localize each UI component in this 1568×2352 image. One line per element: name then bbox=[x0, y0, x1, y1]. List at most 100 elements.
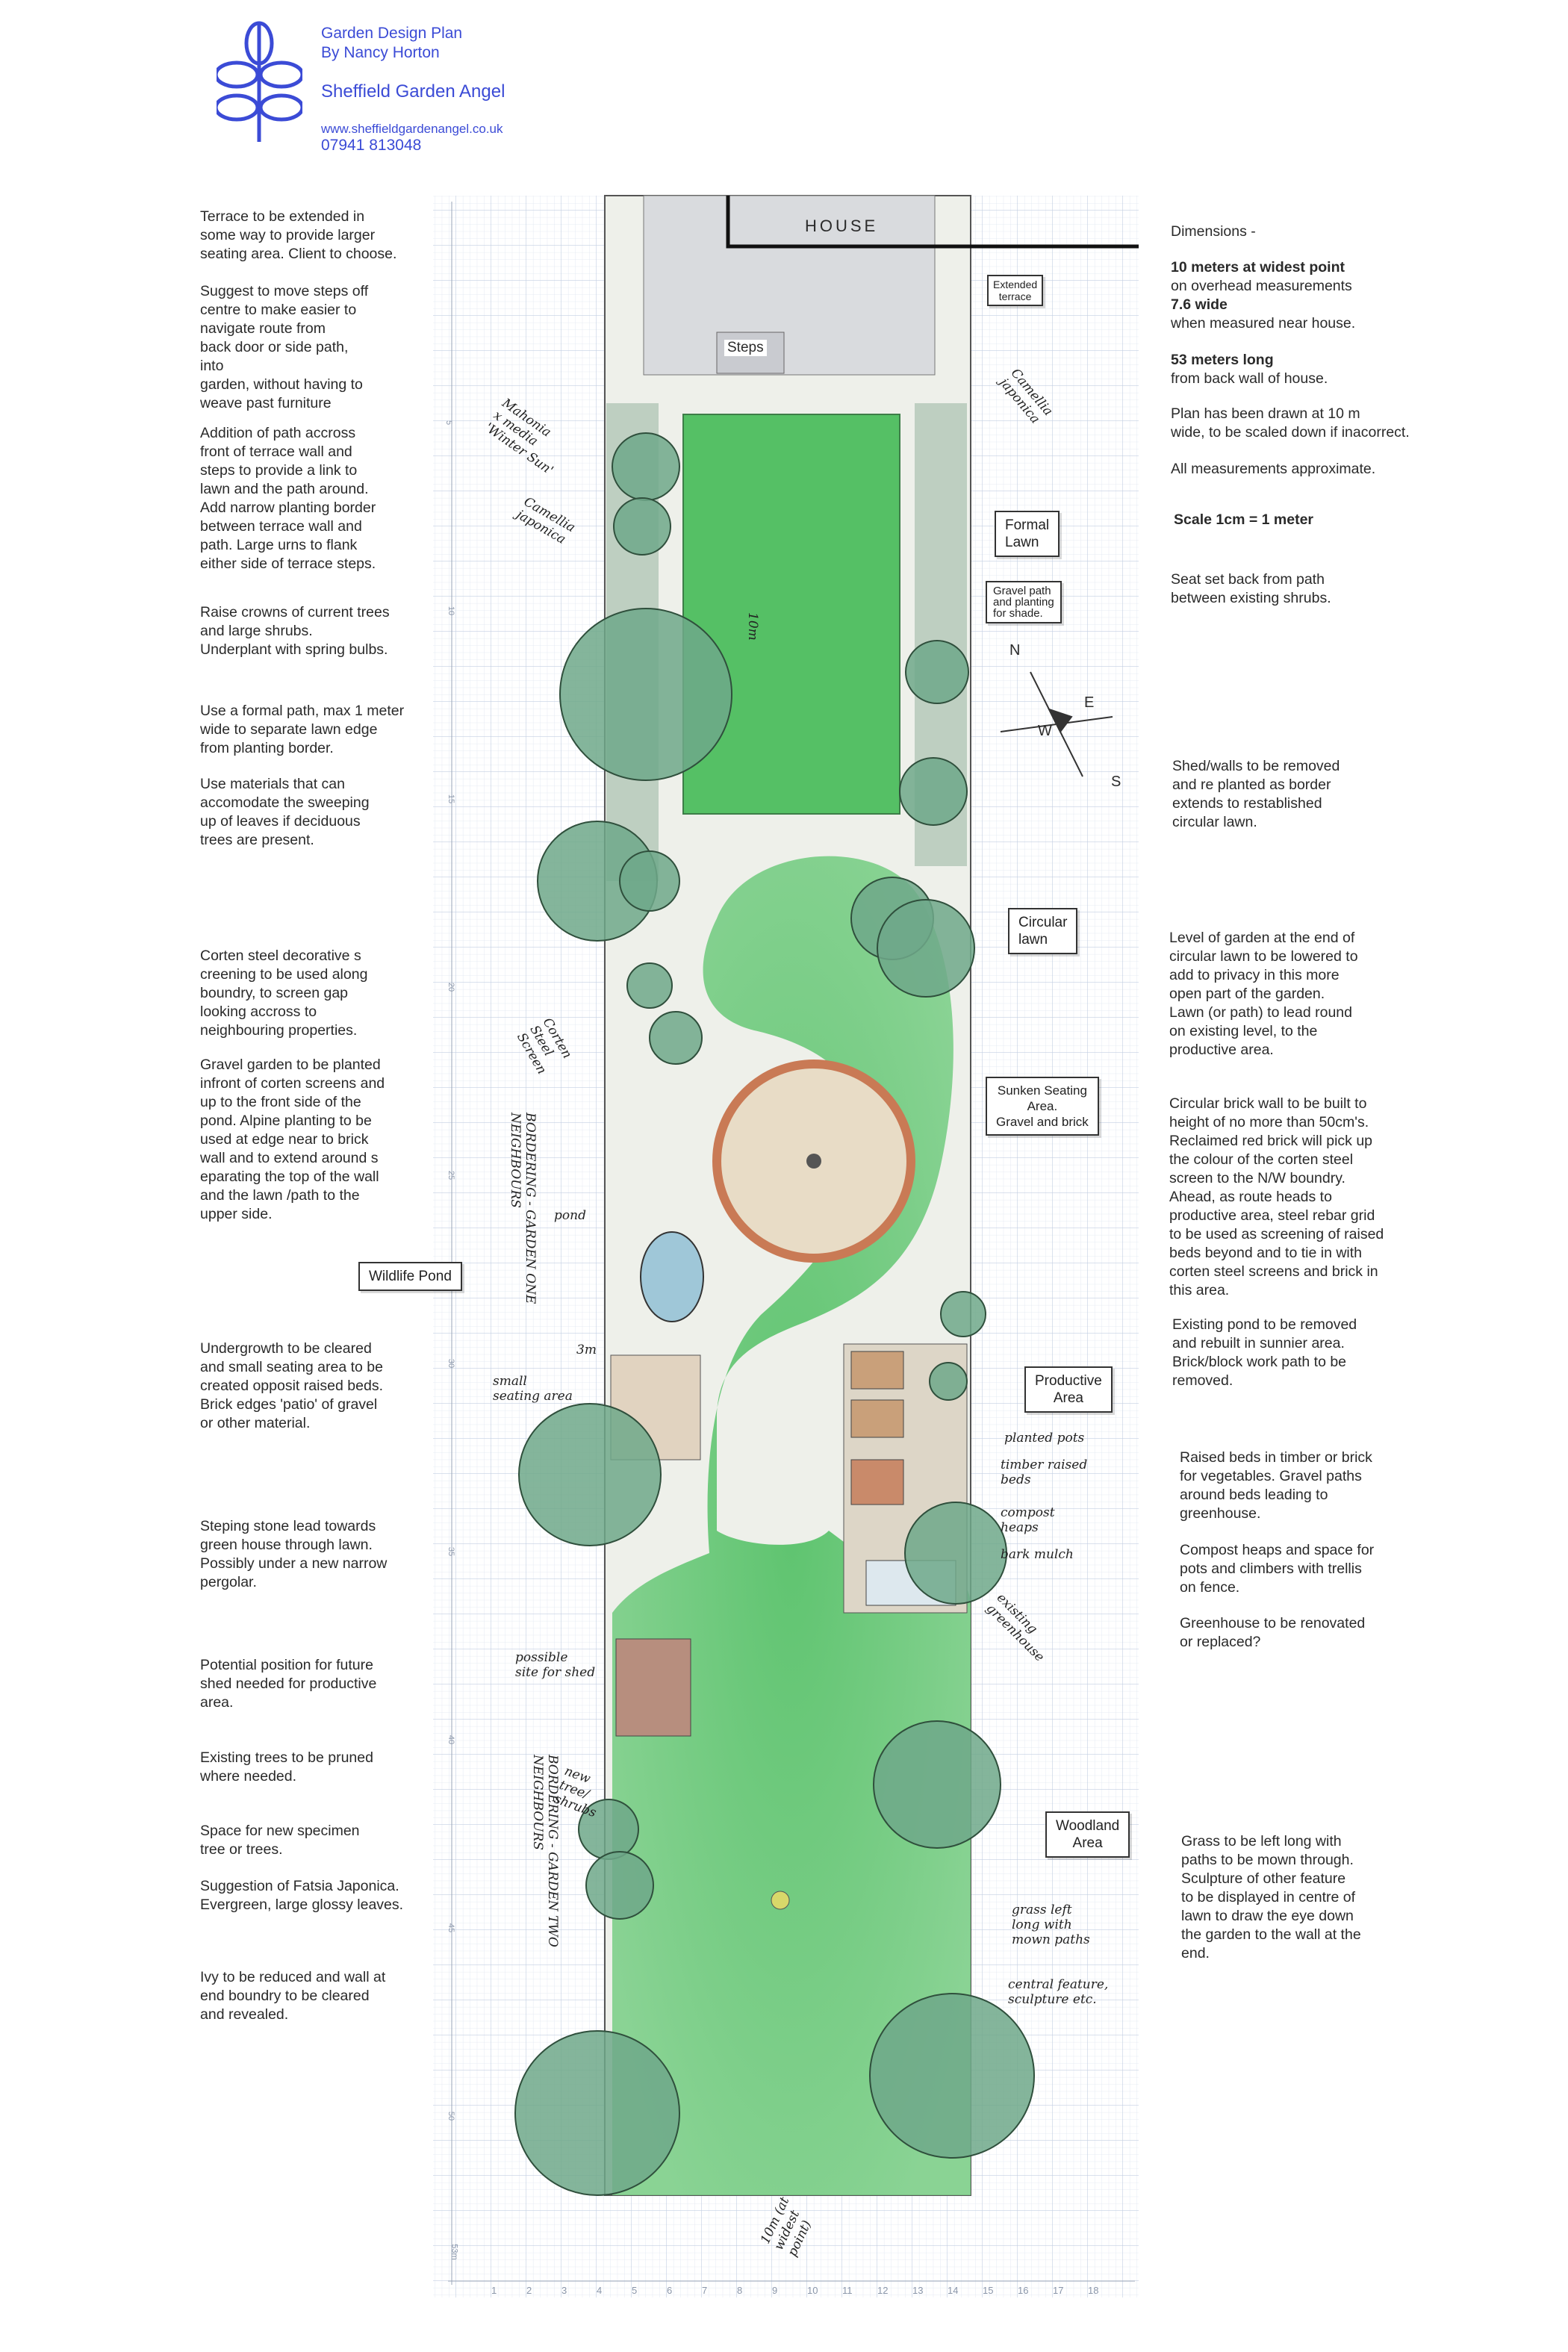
label-central-feature: central feature, sculpture etc. bbox=[1008, 1977, 1109, 2007]
note-steps: Suggest to move steps off centre to make… bbox=[200, 283, 369, 411]
logo bbox=[214, 16, 305, 143]
left-ruler-label: 5 bbox=[444, 420, 454, 426]
note-shed: Potential position for future shed neede… bbox=[200, 1657, 377, 1711]
bottom-ruler-label: 5 bbox=[632, 2285, 638, 2296]
tree-icon bbox=[929, 1362, 968, 1401]
steps-label: Steps bbox=[724, 340, 767, 356]
dim-length-text: from back wall of house. bbox=[1171, 370, 1328, 387]
phone-number: 07941 813048 bbox=[321, 137, 422, 154]
tree-icon bbox=[613, 497, 671, 556]
left-ruler-label: 20 bbox=[447, 982, 456, 992]
note-greenhouse: Greenhouse to be renovated or replaced? bbox=[1180, 1615, 1366, 1650]
note-plan-width: Plan has been drawn at 10 m wide, to be … bbox=[1171, 405, 1410, 441]
tree-icon bbox=[869, 1993, 1035, 2159]
note-pond: Existing pond to be removed and rebuilt … bbox=[1172, 1316, 1357, 1389]
left-ruler-label: 50 bbox=[447, 2111, 456, 2121]
dim-house-bold: 7.6 wide bbox=[1171, 296, 1228, 313]
label-bordering-garden-one: BORDERING - GARDEN ONE NEIGHBOURS bbox=[508, 1113, 538, 1304]
note-raised-beds: Raised beds in timber or brick for veget… bbox=[1180, 1449, 1372, 1522]
raised-bed bbox=[850, 1351, 904, 1390]
label-10m: 10m bbox=[745, 612, 760, 641]
tree-icon bbox=[626, 962, 673, 1009]
bottom-ruler-label: 15 bbox=[983, 2285, 994, 2296]
label-timber-beds: timber raised beds bbox=[1001, 1457, 1088, 1487]
bottom-ruler-label: 3 bbox=[561, 2285, 567, 2296]
left-ruler-label: 25 bbox=[447, 1170, 456, 1180]
note-grass: Grass to be left long with paths to be m… bbox=[1181, 1833, 1361, 1961]
scale-label: Scale 1cm = 1 meter bbox=[1174, 511, 1314, 528]
central-sculpture bbox=[771, 1891, 790, 1910]
shed-site bbox=[615, 1638, 691, 1737]
label-circular-lawn: Circular lawn bbox=[1008, 908, 1078, 954]
note-formal-path: Use a formal path, max 1 meter wide to s… bbox=[200, 703, 405, 756]
note-stepping-stone: Steping stone lead towards green house t… bbox=[200, 1518, 388, 1590]
label-small-seating: small seating area bbox=[493, 1374, 573, 1404]
left-ruler-label: 15 bbox=[447, 794, 456, 804]
sunken-seating-centre bbox=[806, 1154, 821, 1169]
note-terrace: Terrace to be extended in some way to pr… bbox=[200, 208, 397, 262]
note-undergrowth: Undergrowth to be cleared and small seat… bbox=[200, 1340, 383, 1431]
note-shed-walls: Shed/walls to be removed and re planted … bbox=[1172, 758, 1340, 830]
note-seat: Seat set back from path between existing… bbox=[1171, 571, 1331, 606]
label-bark-mulch: bark mulch bbox=[1001, 1547, 1074, 1562]
tree-icon bbox=[612, 432, 680, 501]
note-prune: Existing trees to be pruned where needed… bbox=[200, 1749, 373, 1785]
label-gravel-path: Gravel path and planting for shade. bbox=[986, 581, 1062, 623]
bottom-ruler-label: 6 bbox=[667, 2285, 673, 2296]
compass-n: N bbox=[1009, 642, 1021, 659]
note-ivy: Ivy to be reduced and wall at end boundr… bbox=[200, 1969, 386, 2023]
dim-house-text: when measured near house. bbox=[1171, 315, 1356, 332]
tree-icon bbox=[904, 1502, 1007, 1605]
left-ruler-label: 45 bbox=[447, 1923, 456, 1933]
wildlife-pond bbox=[640, 1231, 704, 1322]
formal-lawn bbox=[682, 414, 900, 815]
brand-name: Sheffield Garden Angel bbox=[321, 81, 505, 102]
label-productive-area: Productive Area bbox=[1024, 1366, 1113, 1413]
terrace bbox=[643, 195, 936, 376]
dim-widest-bold: 10 meters at widest point bbox=[1171, 259, 1345, 276]
compass-e: E bbox=[1084, 694, 1095, 711]
bottom-ruler-label: 17 bbox=[1053, 2285, 1064, 2296]
bottom-ruler-label: 14 bbox=[948, 2285, 959, 2296]
bottom-ruler-label: 16 bbox=[1018, 2285, 1029, 2296]
raised-bed bbox=[850, 1459, 904, 1505]
house-outline bbox=[726, 196, 1139, 249]
label-sunken-seating: Sunken Seating Area. Gravel and brick bbox=[986, 1077, 1099, 1136]
bottom-ruler-label: 13 bbox=[912, 2285, 924, 2296]
tree-icon bbox=[877, 899, 975, 998]
note-level: Level of garden at the end of circular l… bbox=[1169, 930, 1358, 1058]
tree-icon bbox=[518, 1403, 662, 1546]
house-label: HOUSE bbox=[805, 217, 879, 235]
label-grass-long: grass left long with mown paths bbox=[1012, 1903, 1090, 1947]
bottom-ruler-label: 18 bbox=[1088, 2285, 1099, 2296]
note-materials: Use materials that can accomodate the sw… bbox=[200, 776, 370, 848]
label-wildlife-pond: Wildlife Pond bbox=[358, 1262, 462, 1291]
plan-title: Garden Design Plan bbox=[321, 25, 463, 42]
label-compost-heaps: compost heaps bbox=[1001, 1505, 1055, 1535]
website-link[interactable]: www.sheffieldgardenangel.co.uk bbox=[321, 122, 503, 136]
left-ruler-label: 35 bbox=[447, 1546, 456, 1557]
compass-rose bbox=[1000, 671, 1113, 777]
tree-icon bbox=[873, 1720, 1001, 1849]
dimensions-heading: Dimensions - bbox=[1171, 223, 1256, 240]
tree-icon bbox=[649, 1011, 703, 1065]
note-compost: Compost heaps and space for pots and cli… bbox=[1180, 1542, 1375, 1596]
tree-icon bbox=[514, 2030, 680, 2196]
note-specimen: Space for new specimen tree or trees. bbox=[200, 1823, 360, 1858]
label-formal-lawn: Formal Lawn bbox=[995, 511, 1060, 557]
label-bordering-garden-two: BORDERING - GARDEN TWO NEIGHBOURS bbox=[530, 1755, 560, 1947]
label-3m: 3m bbox=[576, 1343, 597, 1357]
tree-icon bbox=[619, 850, 680, 912]
bottom-ruler-label: 8 bbox=[737, 2285, 743, 2296]
note-path: Addition of path accross front of terrac… bbox=[200, 425, 376, 572]
note-fatsia: Suggestion of Fatsia Japonica. Evergreen… bbox=[200, 1878, 404, 1913]
note-gravel: Gravel garden to be planted infront of c… bbox=[200, 1057, 385, 1222]
leaf-branch-icon bbox=[214, 21, 305, 142]
compass-s: S bbox=[1111, 774, 1121, 790]
note-crowns: Raise crowns of current trees and large … bbox=[200, 604, 390, 658]
note-approx: All measurements approximate. bbox=[1171, 461, 1376, 477]
bottom-ruler-label: 11 bbox=[842, 2285, 853, 2296]
tree-icon bbox=[940, 1291, 986, 1337]
